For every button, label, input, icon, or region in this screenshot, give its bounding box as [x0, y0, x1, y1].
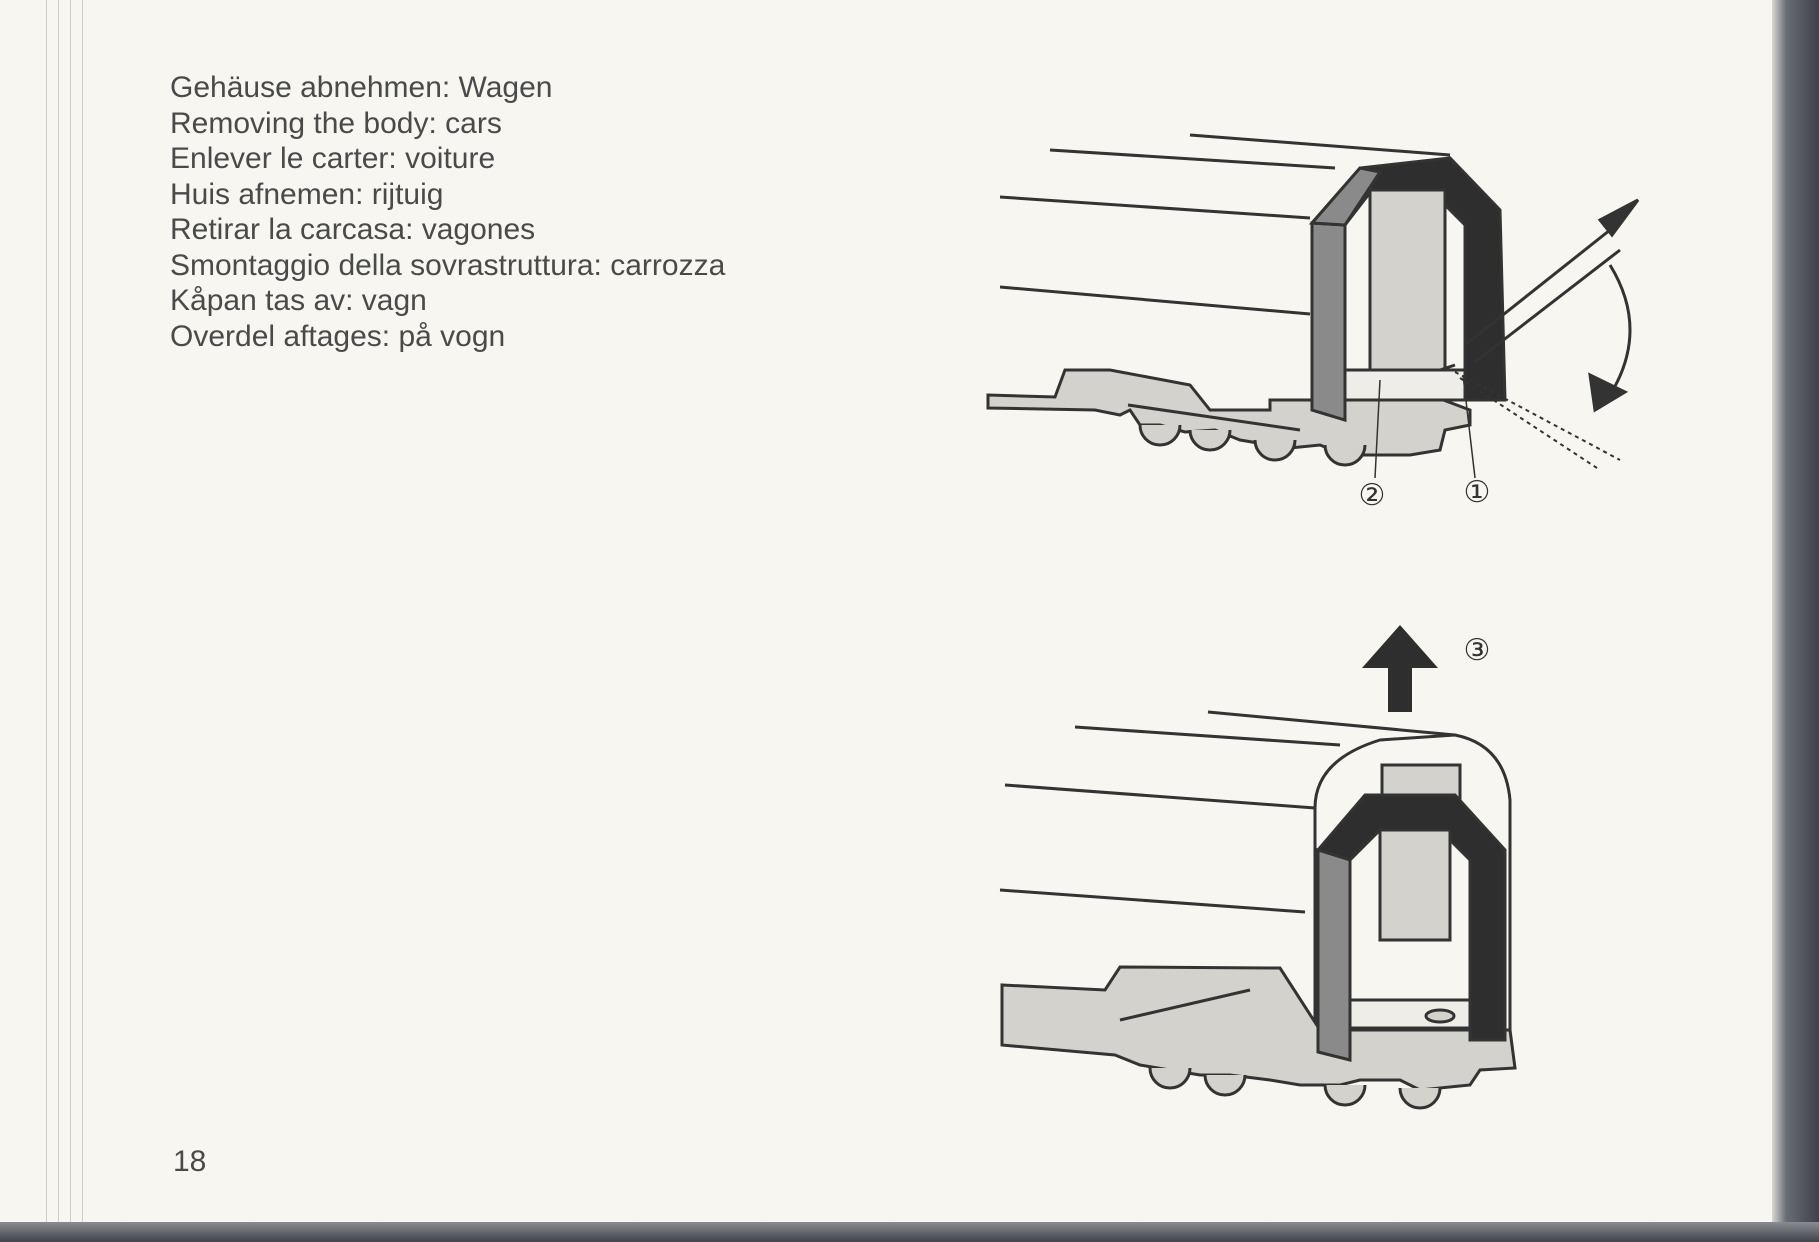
heading-es: Retirar la carcasa: vagones [170, 213, 536, 246]
callout-1: ① [1464, 476, 1491, 509]
page-stack-edge [70, 0, 71, 1222]
heading-da: Overdel aftages: på vogn [170, 319, 506, 353]
manual-page: Gehäuse abnehmen: Wagen Removing the bod… [0, 0, 1772, 1222]
page-number: 18 [173, 1145, 207, 1178]
instruction-headings: Gehäuse abnehmen: Wagen Removing the bod… [170, 70, 725, 354]
heading-fr: Enlever le carter: voiture [170, 142, 496, 175]
scan-edge-bottom [0, 1222, 1819, 1242]
callout-2: ② [1359, 479, 1386, 512]
figure-top-car-body-release [986, 133, 1640, 479]
page-stack-edge [82, 0, 83, 1222]
figure-bottom-body-lifted [999, 710, 1517, 1110]
scan-edge-right [1772, 0, 1819, 1242]
illustration: ② ① ③ [986, 133, 1640, 1110]
page-stack-edge [46, 0, 47, 1222]
callout-3: ③ [1464, 634, 1491, 667]
heading-en: Removing the body: cars [170, 106, 502, 140]
arrow-up-icon [1362, 625, 1438, 712]
heading-nl: Huis afnemen: rijtuig [170, 177, 444, 211]
page-stack-edge [58, 0, 59, 1222]
heading-it: Smontaggio della sovrastruttura: carrozz… [170, 248, 726, 282]
heading-sv: Kåpan tas av: vagn [170, 284, 427, 317]
heading-de: Gehäuse abnehmen: Wagen [170, 71, 553, 104]
